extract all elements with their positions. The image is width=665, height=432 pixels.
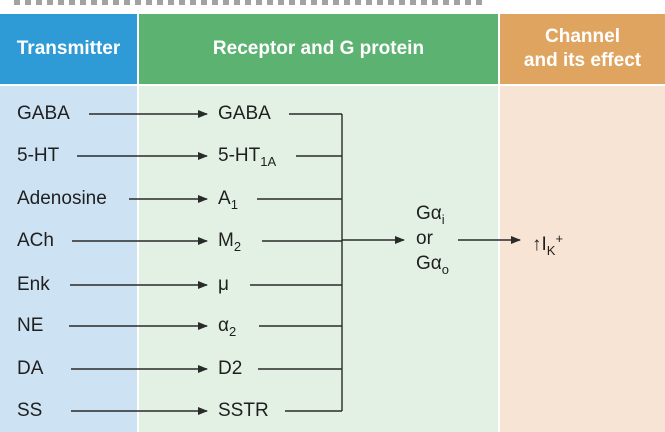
g-alpha-o-sub: o <box>441 262 449 277</box>
receptor-header-label: Receptor and G protein <box>212 38 425 59</box>
g-alpha-o-base: Gα <box>416 253 442 274</box>
channel-column-body <box>500 86 665 432</box>
transmitter-label: ACh <box>17 230 54 251</box>
receptor-label-base: A <box>218 188 231 209</box>
g-alpha-i-base: Gα <box>416 203 442 224</box>
receptor-label-sub: 2 <box>233 239 242 254</box>
up-arrow-icon: ↑ <box>532 234 542 255</box>
effect-sub: K <box>546 243 556 258</box>
transmitter-label: DA <box>17 358 44 379</box>
transmitter-label: Enk <box>17 274 50 295</box>
transmitter-column-body <box>0 86 137 432</box>
receptor-label-base: D2 <box>218 358 243 379</box>
transmitter-header-label: Transmitter <box>16 38 121 59</box>
or-label: or <box>416 228 433 249</box>
receptor-column-body <box>139 86 498 432</box>
effect-label: ↑IK+ <box>532 228 563 262</box>
receptor-label: GABA <box>218 103 271 125</box>
receptor-label: A1 <box>218 188 238 216</box>
receptor-header: Receptor and G protein <box>139 14 498 84</box>
receptor-label-sub: 1A <box>260 154 277 169</box>
receptor-column: Receptor and G protein <box>139 0 498 432</box>
receptor-label-base: SSTR <box>218 400 269 421</box>
channel-column: Channel and its effect <box>500 0 665 432</box>
cropped-caption <box>0 0 665 14</box>
channel-header-line2: and its effect <box>523 50 642 71</box>
receptor-label-base: α <box>218 315 229 336</box>
receptor-label-base: 5-HT <box>218 145 261 166</box>
receptor-label: M2 <box>218 230 241 258</box>
effect-base: I <box>541 234 547 255</box>
receptor-label: μ <box>218 274 229 296</box>
receptor-label-base: M <box>218 230 234 251</box>
g-alpha-i-label: Gαi <box>416 203 445 231</box>
effect-sup: + <box>555 231 564 246</box>
transmitter-label: NE <box>17 315 44 336</box>
receptor-label: α2 <box>218 315 236 343</box>
receptor-label-sub: 2 <box>228 324 237 339</box>
g-alpha-i-sub: i <box>441 212 445 227</box>
transmitter-header: Transmitter <box>0 14 137 84</box>
transmitter-label: GABA <box>17 103 70 124</box>
channel-header-line1: Channel <box>545 26 620 47</box>
receptor-label-base: GABA <box>218 103 271 124</box>
receptor-label: SSTR <box>218 400 269 422</box>
receptor-label: D2 <box>218 358 242 380</box>
transmitter-label: Adenosine <box>17 188 107 209</box>
channel-header: Channel and its effect <box>500 14 665 84</box>
receptor-label: 5-HT1A <box>218 145 276 173</box>
transmitter-label: 5-HT <box>17 145 60 166</box>
receptor-label-base: μ <box>218 274 229 295</box>
transmitter-column: Transmitter <box>0 0 137 432</box>
transmitter-label: SS <box>17 400 43 421</box>
g-alpha-o-label: Gαo <box>416 253 449 281</box>
receptor-label-sub: 1 <box>230 197 238 212</box>
